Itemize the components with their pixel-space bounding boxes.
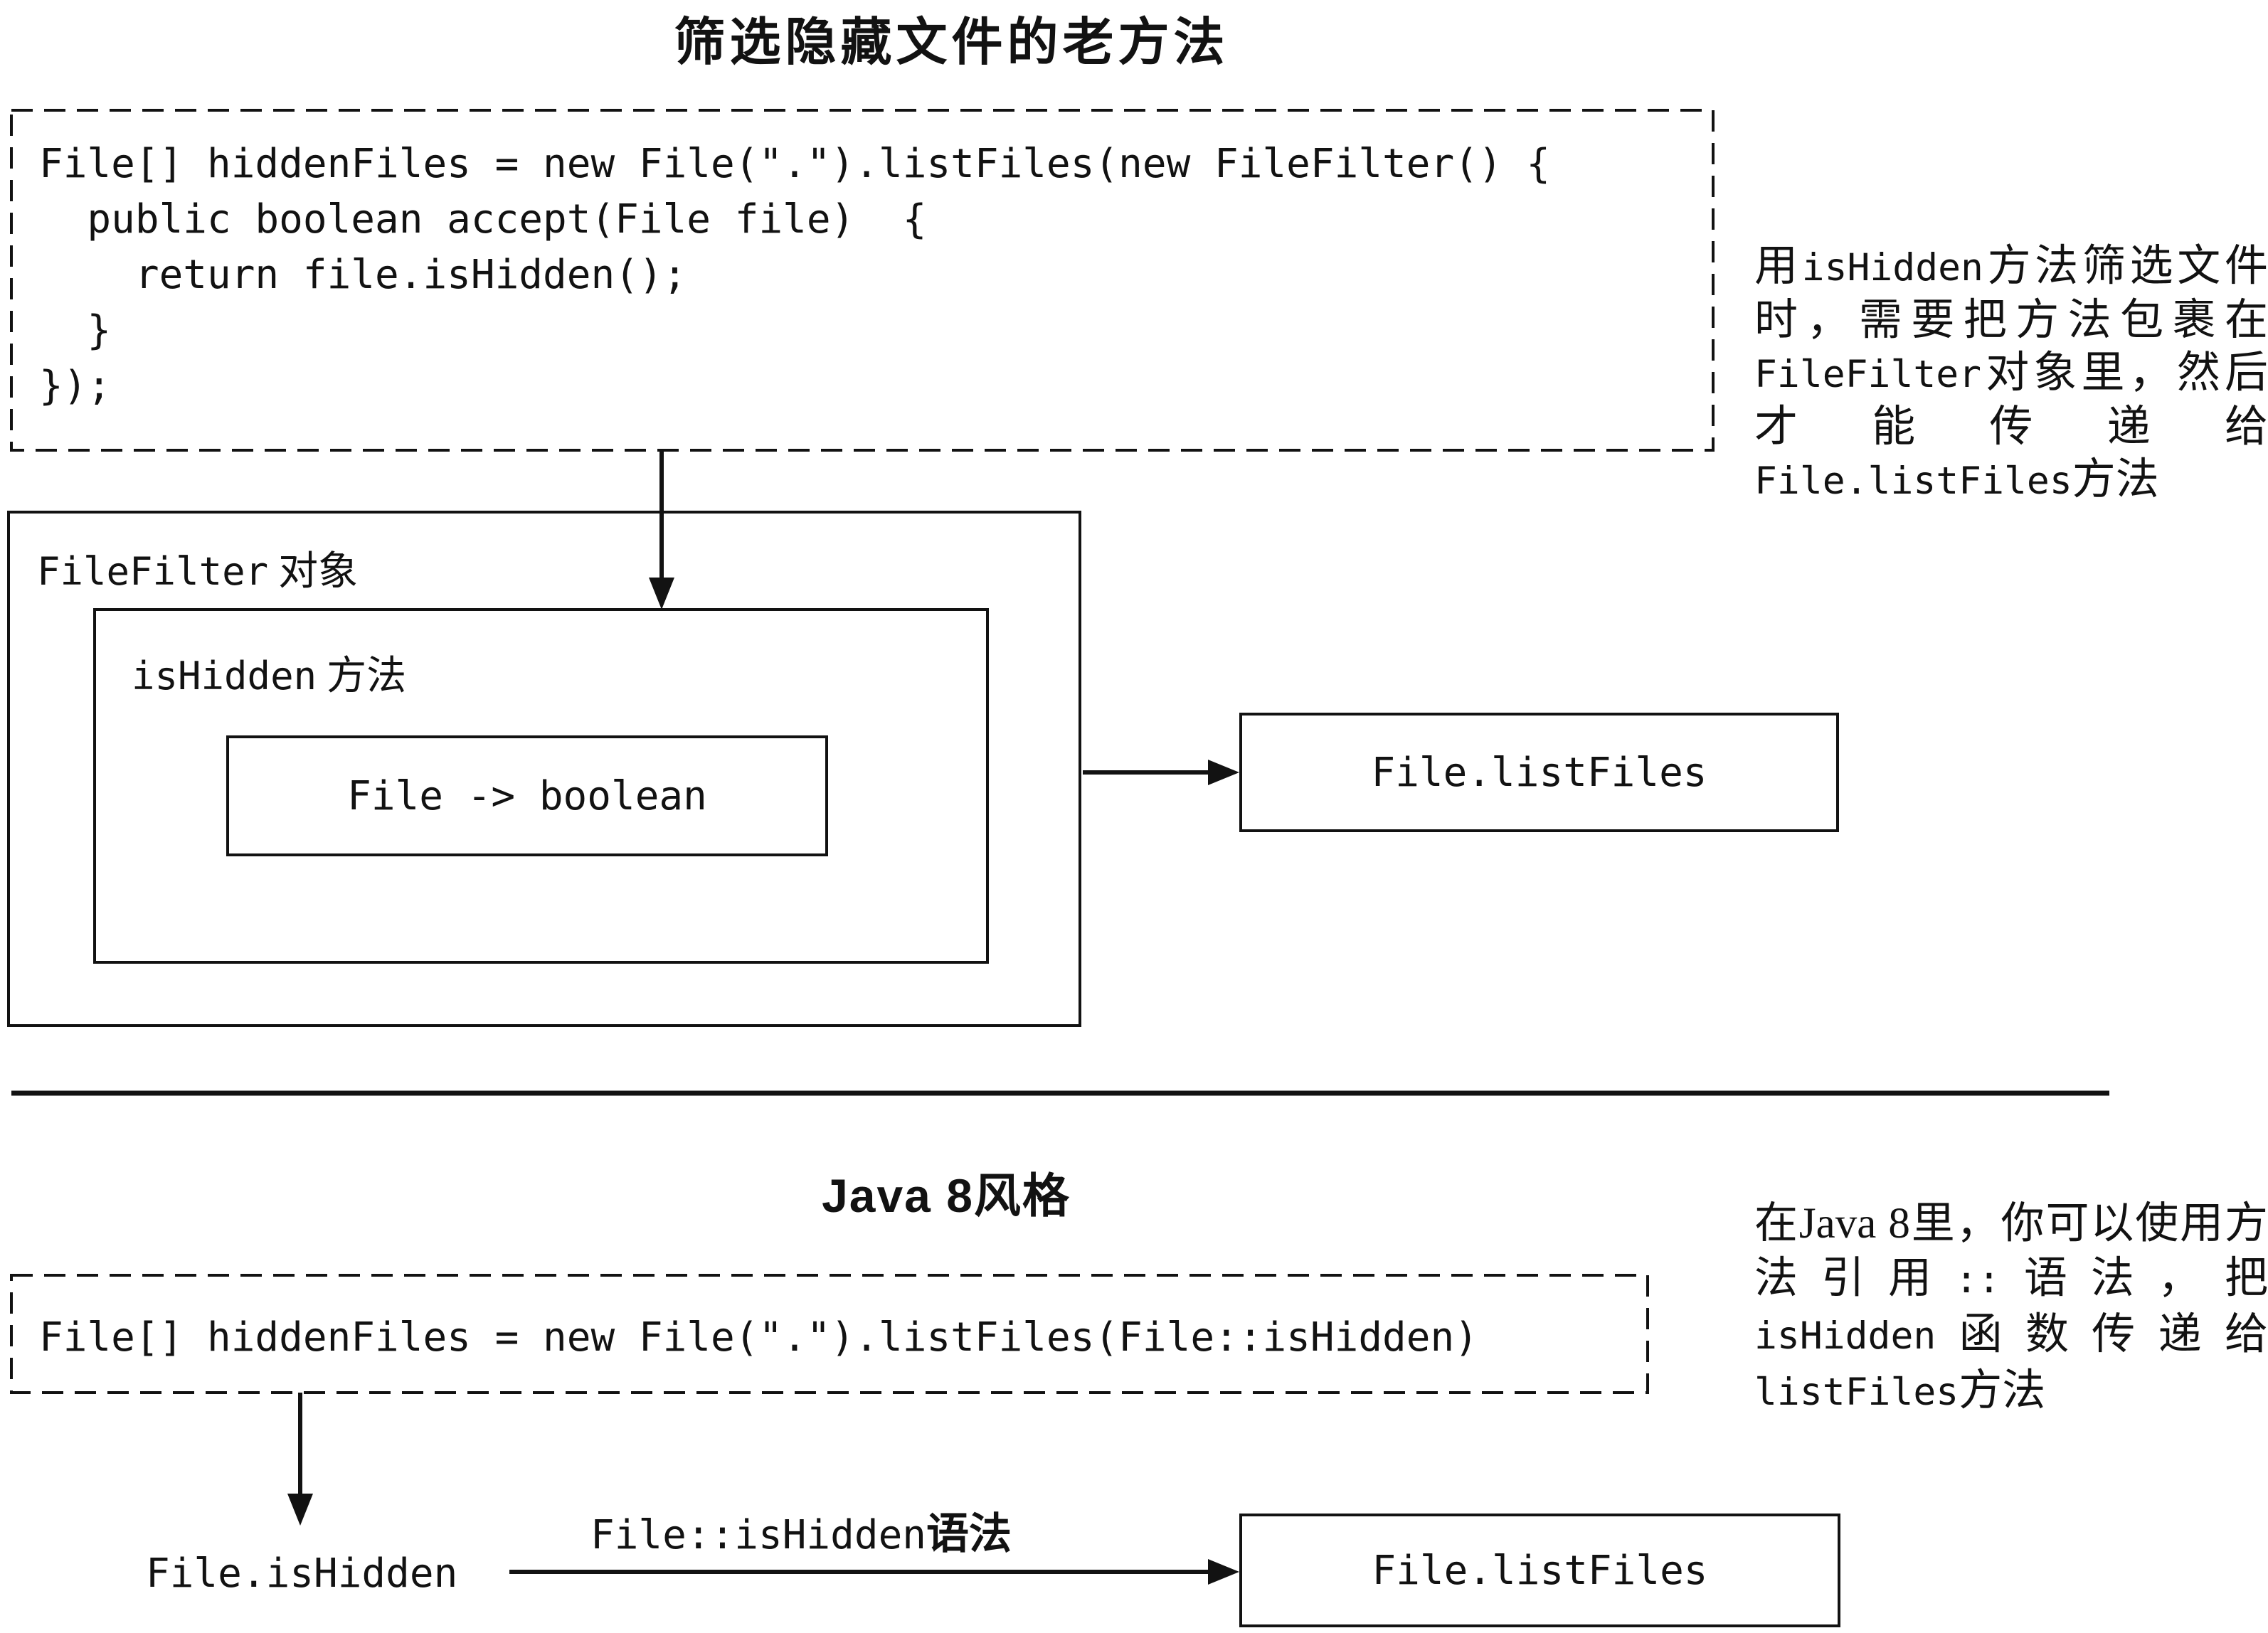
filefilter-object-label: FileFilter 对象 (37, 539, 358, 597)
java8-code-dashed-box (10, 1274, 1649, 1394)
arrow-code-to-ishidden (649, 452, 674, 610)
old-way-title: 筛选隐藏文件的老方法 (674, 14, 1229, 71)
annotation-text: 方法 (1959, 1367, 2046, 1415)
annotation-code: FileFilter (1754, 353, 1982, 396)
ishidden-label-cn: 方法 (317, 654, 407, 698)
filefilter-object-box (7, 511, 1081, 1027)
annotation-text: 在Java 8里，你可以使用方法引用 (1754, 1200, 2268, 1302)
ishidden-method-box (93, 608, 989, 964)
ishidden-method-label: isHidden 方法 (132, 644, 406, 701)
annotation-text: 用 (1754, 243, 1802, 290)
method-ref-text: File.isHidden (146, 1550, 458, 1597)
ishidden-label-code: isHidden (132, 654, 317, 698)
annotation-code: :: (1955, 1258, 2001, 1302)
annotation-text: 对象里，然后才能传递给 (1754, 349, 2268, 451)
filefilter-label-cn: 对象 (268, 550, 359, 594)
annotation-code: File.listFiles (1754, 459, 2072, 503)
filefilter-label-code: FileFilter (37, 549, 269, 594)
annotation-code: listFiles (1754, 1371, 1959, 1414)
listfiles-text-old: File.listFiles (1371, 749, 1707, 796)
arrow-filefilter-to-listfiles (1083, 760, 1239, 785)
java8-annotation: 在Java 8里，你可以使用方法引用::语法，把isHidden函数传递给lis… (1754, 1196, 2268, 1420)
annotation-text: 方法筛选文件时，需要把方法包裹在 (1754, 243, 2268, 344)
arrow-methodref-to-listfiles (509, 1559, 1239, 1585)
annotation-text: 函数传递给 (1936, 1311, 2268, 1358)
listfiles-box-java8: File.listFiles (1239, 1514, 1840, 1627)
arrow-code-to-methodref (287, 1393, 313, 1526)
old-code-dashed-box (10, 109, 1715, 452)
java8-code: File[] hiddenFiles = new File(".").listF… (39, 1314, 1478, 1361)
lambda-signature-text: File -> boolean (347, 772, 707, 819)
annotation-code: isHidden (1801, 246, 1983, 289)
old-way-code: File[] hiddenFiles = new File(".").listF… (39, 141, 1551, 409)
syntax-label-cn: 语法 (926, 1511, 1012, 1558)
old-way-annotation: 用isHidden方法筛选文件时，需要把方法包裹在 FileFilter对象里，然… (1754, 240, 2268, 508)
method-ref-syntax-label: File::isHidden语法 (590, 1499, 1012, 1561)
annotation-text: 语法，把 (2000, 1255, 2268, 1302)
listfiles-text-java8: File.listFiles (1372, 1547, 1708, 1594)
listfiles-box-old: File.listFiles (1239, 713, 1839, 832)
lambda-signature-box: File -> boolean (226, 735, 828, 856)
annotation-code: isHidden (1754, 1314, 1936, 1358)
annotation-text: 方法 (2072, 456, 2159, 504)
syntax-label-code: File::isHidden (590, 1512, 927, 1558)
java8-title: Java 8风格 (822, 1169, 1071, 1222)
